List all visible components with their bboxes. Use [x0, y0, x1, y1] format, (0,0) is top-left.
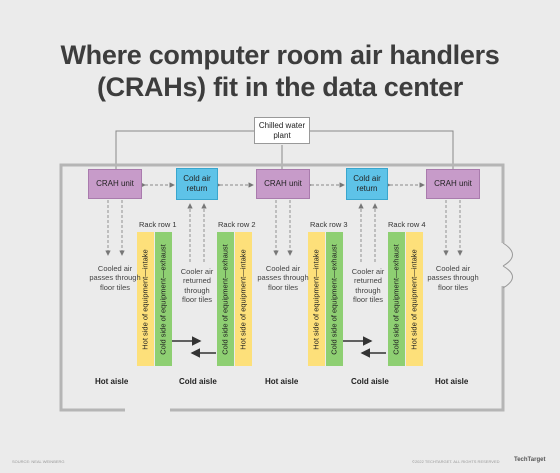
rack-side-label: Hot side of equipment—intake: [312, 248, 322, 350]
techtarget-logo: TechTarget: [514, 457, 546, 463]
cooled-air-label-1: Cooled air passes through floor tiles: [89, 264, 141, 292]
aisle-label-1: Hot aisle: [95, 377, 129, 386]
door-gap: [501, 243, 507, 286]
rack-row-1-hot-side: Hot side of equipment—intake: [137, 232, 154, 366]
diagram-title-line1: Where computer room air handlers: [60, 40, 500, 70]
cooler-air-label-2: Cooler air returned through floor tiles: [351, 267, 385, 305]
pipe-left: [115, 130, 254, 170]
rack-side-label: Cold side of equipment—exhaust: [330, 243, 340, 355]
rack-row-4-hot-side: Hot side of equipment—intake: [406, 232, 423, 366]
aisle-label-2: Cold aisle: [179, 377, 217, 386]
rack-row-3-cold-side: Cold side of equipment—exhaust: [326, 232, 343, 366]
cold-air-return-2: Cold air return: [346, 168, 388, 200]
rack-row-2-label: Rack row 2: [218, 220, 256, 229]
aisle-label-5: Hot aisle: [435, 377, 469, 386]
rack-side-label: Cold side of equipment—exhaust: [392, 243, 402, 355]
door-icon: [502, 242, 513, 289]
aisle-label-4: Cold aisle: [351, 377, 389, 386]
aisle-label-3: Hot aisle: [265, 377, 299, 386]
pipe-right: [310, 130, 454, 170]
cooled-air-label-3: Cooled air passes through floor tiles: [427, 264, 479, 292]
cooler-air-label-1: Cooler air returned through floor tiles: [180, 267, 214, 305]
rack-row-1-label: Rack row 1: [139, 220, 177, 229]
rack-row-4-cold-side: Cold side of equipment—exhaust: [388, 232, 405, 366]
crah-unit-2: CRAH unit: [256, 169, 310, 199]
rack-row-3-label: Rack row 3: [310, 220, 348, 229]
wall-gap: [125, 407, 170, 413]
copyright: ©2022 TECHTARGET. ALL RIGHTS RESERVED: [412, 459, 500, 464]
diagram-title-line2: (CRAHs) fit in the data center: [96, 72, 464, 102]
source-credit: SOURCE: NEAL WEINBERG: [12, 459, 65, 464]
rack-side-label: Hot side of equipment—intake: [410, 248, 420, 350]
cold-air-return-1: Cold air return: [176, 168, 218, 200]
rack-row-2-cold-side: Cold side of equipment—exhaust: [217, 232, 234, 366]
cooled-air-label-2: Cooled air passes through floor tiles: [257, 264, 309, 292]
rack-side-label: Cold side of equipment—exhaust: [159, 243, 169, 355]
rack-row-1-cold-side: Cold side of equipment—exhaust: [155, 232, 172, 366]
rack-row-4-label: Rack row 4: [388, 220, 426, 229]
crah-unit-1: CRAH unit: [88, 169, 142, 199]
chilled-water-plant: Chilled water plant: [254, 117, 310, 144]
rack-side-label: Hot side of equipment—intake: [239, 248, 249, 350]
crah-unit-3: CRAH unit: [426, 169, 480, 199]
rack-row-3-hot-side: Hot side of equipment—intake: [308, 232, 325, 366]
rack-side-label: Cold side of equipment—exhaust: [221, 243, 231, 355]
rack-row-2-hot-side: Hot side of equipment—intake: [235, 232, 252, 366]
